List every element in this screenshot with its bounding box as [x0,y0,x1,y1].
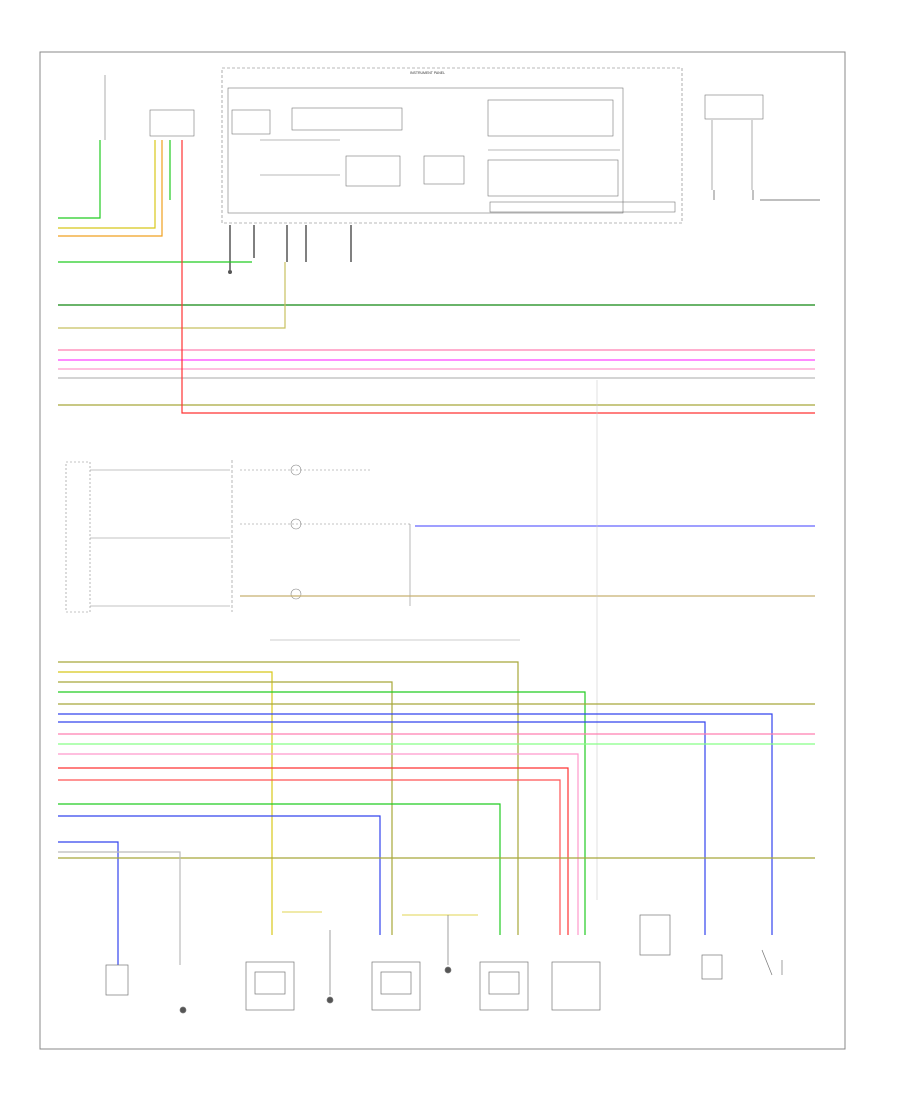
diagram-border [39,51,846,1050]
instrument-panel-module [221,67,683,224]
component-switch-2 [701,954,723,980]
module-frame-label: INSTRUMENT PANEL [410,71,445,75]
module-connectors [229,225,352,270]
component-switch-1 [639,914,671,956]
component-module-4 [551,961,601,1011]
component-module-2 [371,961,421,1011]
top-wires [58,140,820,414]
middle-switches [65,460,411,613]
component-module-1 [245,961,295,1011]
ground-3 [444,966,452,974]
bottom-components [105,911,783,1014]
ground-1 [179,1006,187,1014]
top-left-components [104,75,764,190]
middle-wires [240,380,815,900]
lower-wire-bundle [58,661,815,965]
ground-2 [326,996,334,1004]
splice-point [228,270,232,274]
component-sensor-1 [105,964,129,996]
component-module-3 [479,961,529,1011]
